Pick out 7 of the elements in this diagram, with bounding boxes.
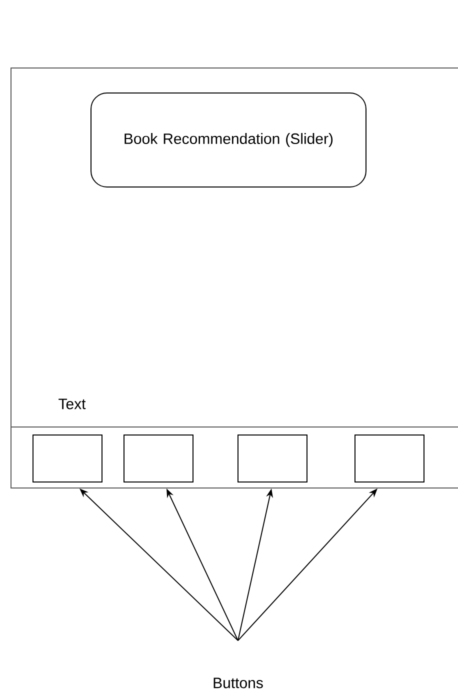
slider-box: Book Recommendation (Slider) bbox=[90, 92, 366, 188]
button-box bbox=[238, 434, 308, 482]
button-box bbox=[32, 434, 102, 482]
callout-text: Buttons bbox=[214, 678, 263, 688]
placeholder-text: Text bbox=[58, 398, 86, 410]
button-box bbox=[354, 434, 424, 482]
button-box bbox=[124, 434, 194, 482]
